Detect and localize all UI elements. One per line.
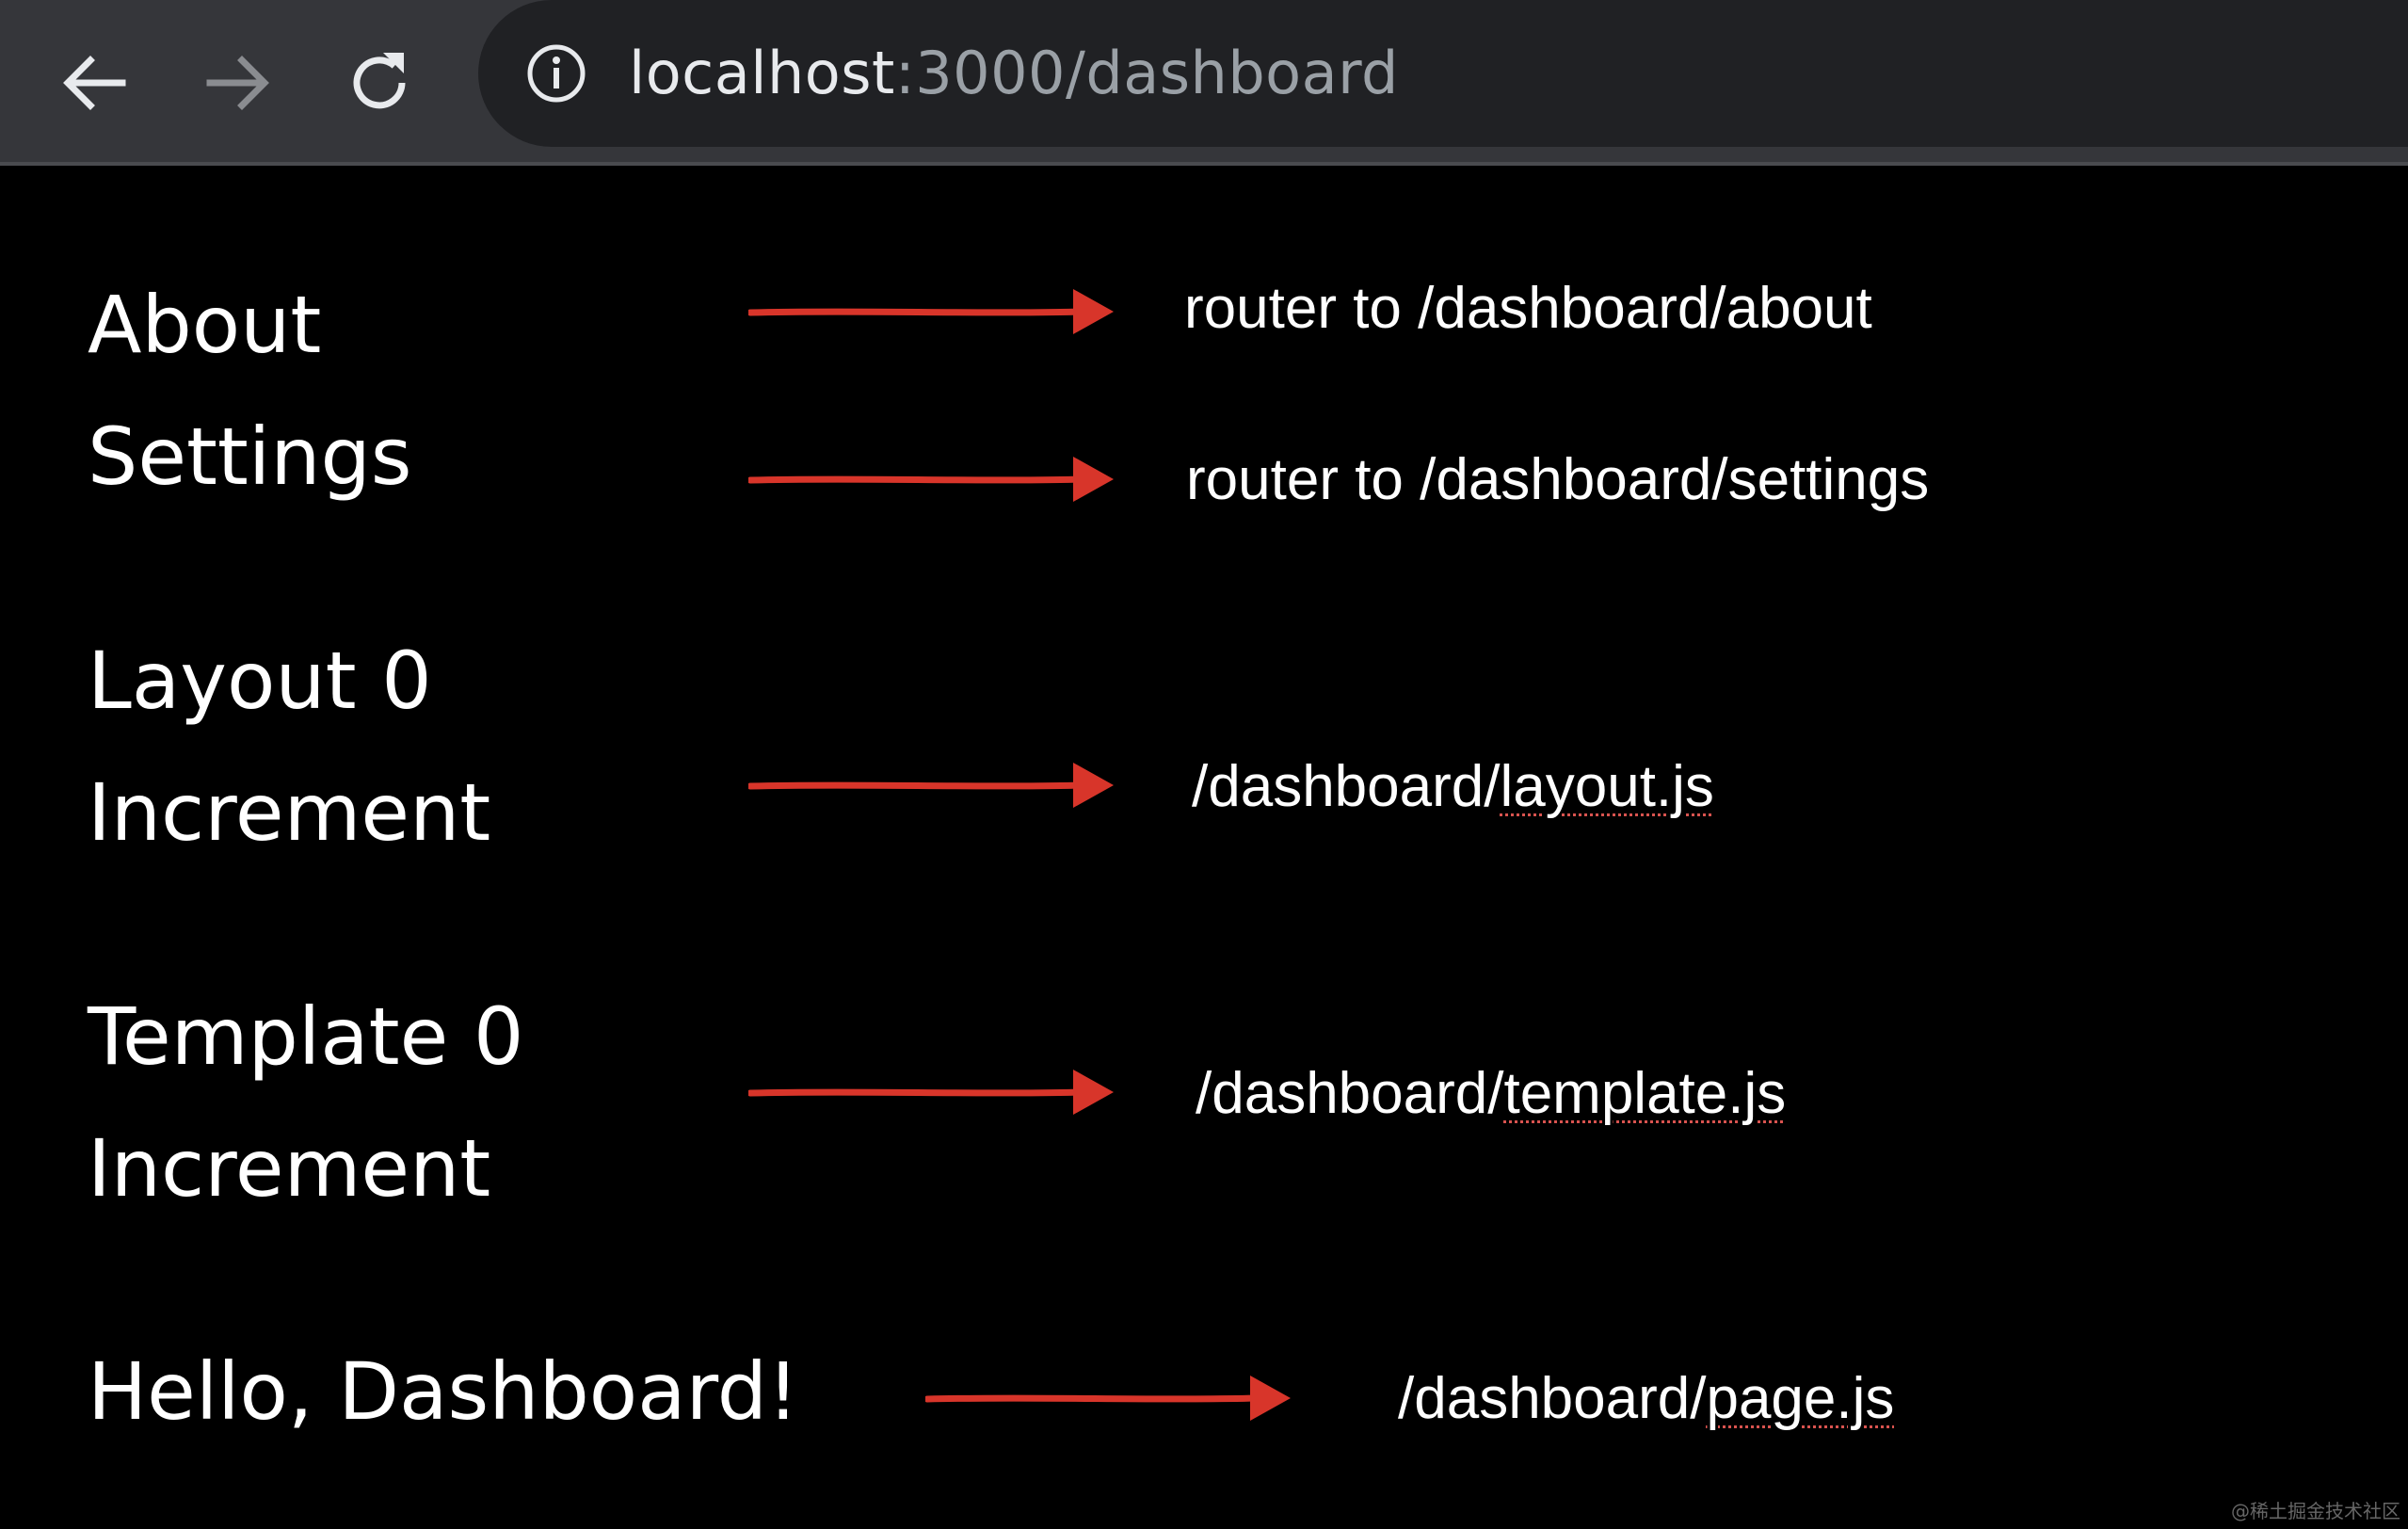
- arrow-left-icon: [63, 56, 126, 110]
- annotation-template: /dashboard/template.js: [1196, 1056, 1786, 1132]
- url-host: localhost: [629, 39, 895, 107]
- annotation-settings: router to /dashboard/settings: [1186, 447, 1930, 512]
- nav-link-settings[interactable]: Settings: [88, 410, 412, 503]
- annotation-arrow-icon: [748, 289, 1114, 334]
- annotation-arrow-icon: [748, 763, 1114, 808]
- annotation-template-file: template.js: [1503, 1061, 1787, 1126]
- annotation-arrow-icon: [925, 1376, 1291, 1421]
- page-heading: Hello, Dashboard!: [88, 1345, 799, 1438]
- info-icon[interactable]: [525, 42, 587, 105]
- reload-button[interactable]: [332, 36, 426, 130]
- url-path: :3000/dashboard: [894, 39, 1399, 107]
- layout-counter-label: Layout 0: [88, 635, 432, 727]
- annotation-layout-file: layout.js: [1500, 754, 1714, 819]
- layout-increment-button[interactable]: Increment: [88, 766, 491, 859]
- back-button[interactable]: [47, 36, 141, 130]
- address-bar[interactable]: localhost:3000/dashboard: [478, 0, 2408, 147]
- annotation-arrow-icon: [748, 1070, 1114, 1115]
- url-text[interactable]: localhost:3000/dashboard: [629, 34, 1399, 113]
- annotation-template-prefix: /dashboard/: [1196, 1061, 1504, 1126]
- nav-link-about[interactable]: About: [88, 279, 322, 371]
- annotation-layout-prefix: /dashboard/: [1192, 754, 1501, 819]
- template-counter-label: Template 0: [88, 990, 524, 1083]
- annotation-layout: /dashboard/layout.js: [1192, 749, 1714, 825]
- annotation-arrow-icon: [748, 457, 1114, 502]
- watermark: @稀土掘金技术社区: [2231, 1500, 2400, 1522]
- browser-toolbar: localhost:3000/dashboard: [0, 0, 2408, 166]
- arrow-right-icon: [206, 56, 269, 110]
- forward-button[interactable]: [191, 36, 285, 130]
- annotation-page-file: page.js: [1706, 1366, 1895, 1431]
- template-increment-button[interactable]: Increment: [88, 1122, 491, 1215]
- annotation-about: router to /dashboard/about: [1184, 276, 1872, 341]
- annotation-page-prefix: /dashboard/: [1398, 1366, 1707, 1431]
- reload-icon: [353, 53, 406, 109]
- annotation-page: /dashboard/page.js: [1398, 1361, 1894, 1437]
